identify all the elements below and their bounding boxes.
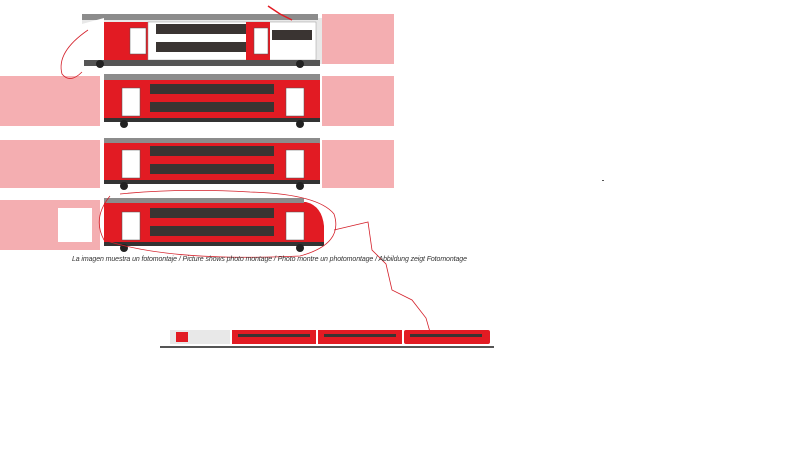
stray-mark: [602, 180, 604, 181]
coach-2: [104, 138, 320, 190]
full-train: [160, 330, 494, 348]
annotation-strokes: [60, 29, 431, 333]
coach-1: [104, 74, 320, 128]
locomotive: [78, 5, 322, 68]
photomontage-caption: La imagen muestra un fotomontaje / Pictu…: [72, 256, 467, 263]
ghost-cars: [0, 14, 394, 250]
cab-car: [104, 198, 324, 252]
